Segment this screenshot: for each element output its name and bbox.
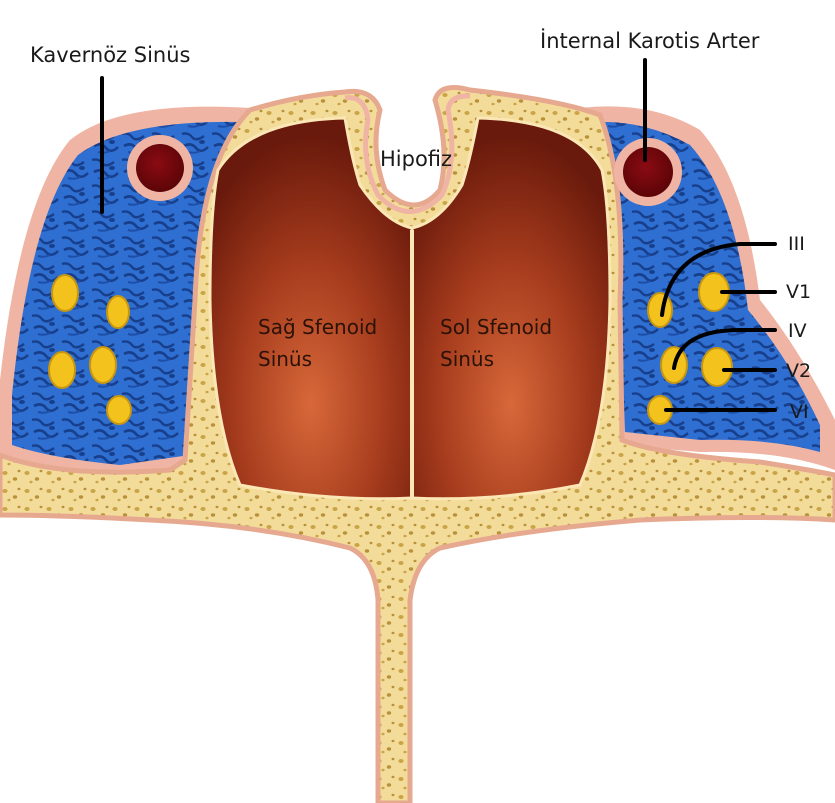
nerve-label-V1: V1 [786,281,811,303]
right-nerve-group [647,272,733,425]
right-sphenoid-label-line2: Sinüs [258,347,312,371]
nerve-oval [106,395,132,425]
nerve-oval [48,351,76,389]
nerve-oval [89,346,117,384]
nerve-label-V2: V2 [786,360,811,382]
hypophysis-label: Hipofiz [380,147,452,171]
left-sphenoid-sinus [410,116,612,501]
nerve-III [647,292,673,328]
right-sphenoid-sinus [208,116,414,501]
right-sphenoid-label-line1: Sağ Sfenoid [258,315,377,339]
left-sphenoid-label-line1: Sol Sfenoid [440,315,552,339]
nerve-label-IV: IV [788,320,807,342]
nerve-oval [51,274,79,312]
right-internal-carotid-artery [136,144,184,192]
left-nerve-group [48,274,132,425]
sella-dura [344,93,471,214]
left-sphenoid-label-line2: Sinüs [440,347,494,371]
nerve-V2 [701,347,733,387]
cavernous-sinus-label: Kavernöz Sinüs [30,43,190,67]
sphenoid-sinuses [208,116,612,501]
nerve-III-pointer [660,242,777,317]
internal-carotid-label: İnternal Karotis Arter [540,28,760,53]
nerve-label-VI: VI [790,401,809,423]
left-internal-carotid-artery [623,147,673,197]
nerve-label-III: III [788,233,805,255]
nerve-oval [106,295,130,329]
nerve-IV-pointer [672,328,777,370]
